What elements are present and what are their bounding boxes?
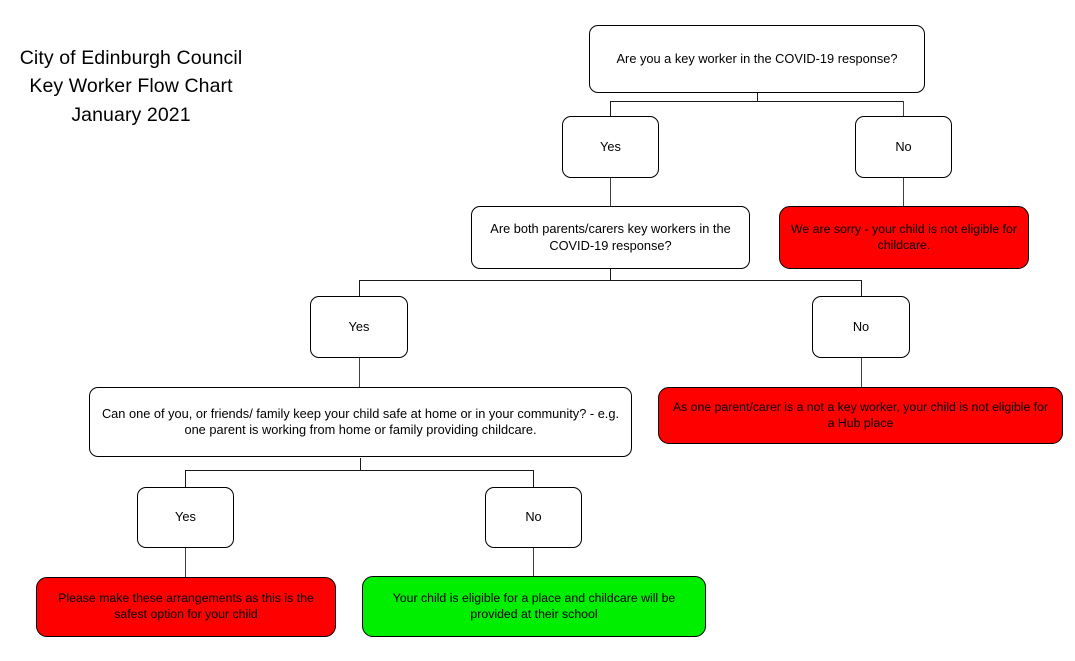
connector-q2-to-no — [860, 280, 862, 297]
node-label: Can one of you, or friends/ family keep … — [101, 405, 620, 437]
node-label: No — [525, 509, 542, 525]
node-q1-yes[interactable]: Yes — [562, 116, 659, 178]
node-label: Your child is eligible for a place and c… — [392, 590, 676, 621]
node-label: Please make these arrangements as this i… — [58, 591, 314, 621]
node-q2-no[interactable]: No — [812, 296, 910, 358]
connector-q3yes-to-result — [184, 548, 186, 578]
node-label: Are you a key worker in the COVID-19 res… — [616, 50, 898, 66]
connector-q1-stem — [756, 93, 758, 102]
connector-q3no-to-result — [532, 548, 534, 578]
node-question-both-parents[interactable]: Are both parents/carers key workers in t… — [471, 206, 750, 269]
connector-q2yes-to-q3 — [358, 358, 360, 388]
node-question-safe-at-home[interactable]: Can one of you, or friends/ family keep … — [89, 387, 632, 457]
node-q3-no[interactable]: No — [485, 487, 582, 548]
connector-q3-stem — [359, 458, 361, 471]
node-q2-yes[interactable]: Yes — [310, 296, 408, 358]
node-label: Yes — [600, 138, 621, 154]
chart-title: City of Edinburgh Council Key Worker Flo… — [8, 44, 254, 129]
connector-q3-to-yes — [184, 470, 186, 488]
node-label: Yes — [175, 509, 196, 525]
connector-q1no-to-result — [903, 178, 905, 206]
connector-q1-bus — [610, 101, 904, 103]
connector-q1-to-no — [903, 101, 905, 117]
node-label: No — [895, 138, 912, 154]
node-label: Yes — [348, 318, 370, 334]
node-label: Are both parents/carers key workers in t… — [490, 221, 731, 253]
node-q1-no[interactable]: No — [855, 116, 952, 178]
node-result-eligible-school[interactable]: Your child is eligible for a place and c… — [362, 576, 706, 637]
node-q3-yes[interactable]: Yes — [137, 487, 234, 548]
node-question-key-worker[interactable]: Are you a key worker in the COVID-19 res… — [589, 25, 925, 93]
title-line-1: City of Edinburgh Council — [19, 47, 243, 69]
node-result-not-eligible-childcare[interactable]: We are sorry - your child is not eligibl… — [779, 206, 1029, 269]
connector-q3-to-no — [532, 470, 534, 488]
node-label: As one parent/carer is a not a key worke… — [672, 399, 1049, 430]
connector-q1yes-to-q2 — [610, 178, 612, 206]
node-result-make-arrangements[interactable]: Please make these arrangements as this i… — [36, 577, 336, 637]
title-line-3: January 2021 — [71, 103, 191, 126]
title-line-2: Key Worker Flow Chart — [29, 75, 233, 98]
connector-q2no-to-result — [860, 358, 862, 388]
connector-q1-to-yes — [610, 101, 612, 117]
connector-q3-bus — [184, 470, 534, 472]
node-label: We are sorry - your child is not eligibl… — [791, 221, 1017, 252]
node-label: No — [852, 318, 870, 334]
connector-q2-stem — [610, 269, 612, 281]
connector-q2-bus — [358, 280, 862, 282]
node-result-not-eligible-hub[interactable]: As one parent/carer is a not a key worke… — [658, 387, 1063, 444]
connector-q2-to-yes — [358, 280, 360, 297]
